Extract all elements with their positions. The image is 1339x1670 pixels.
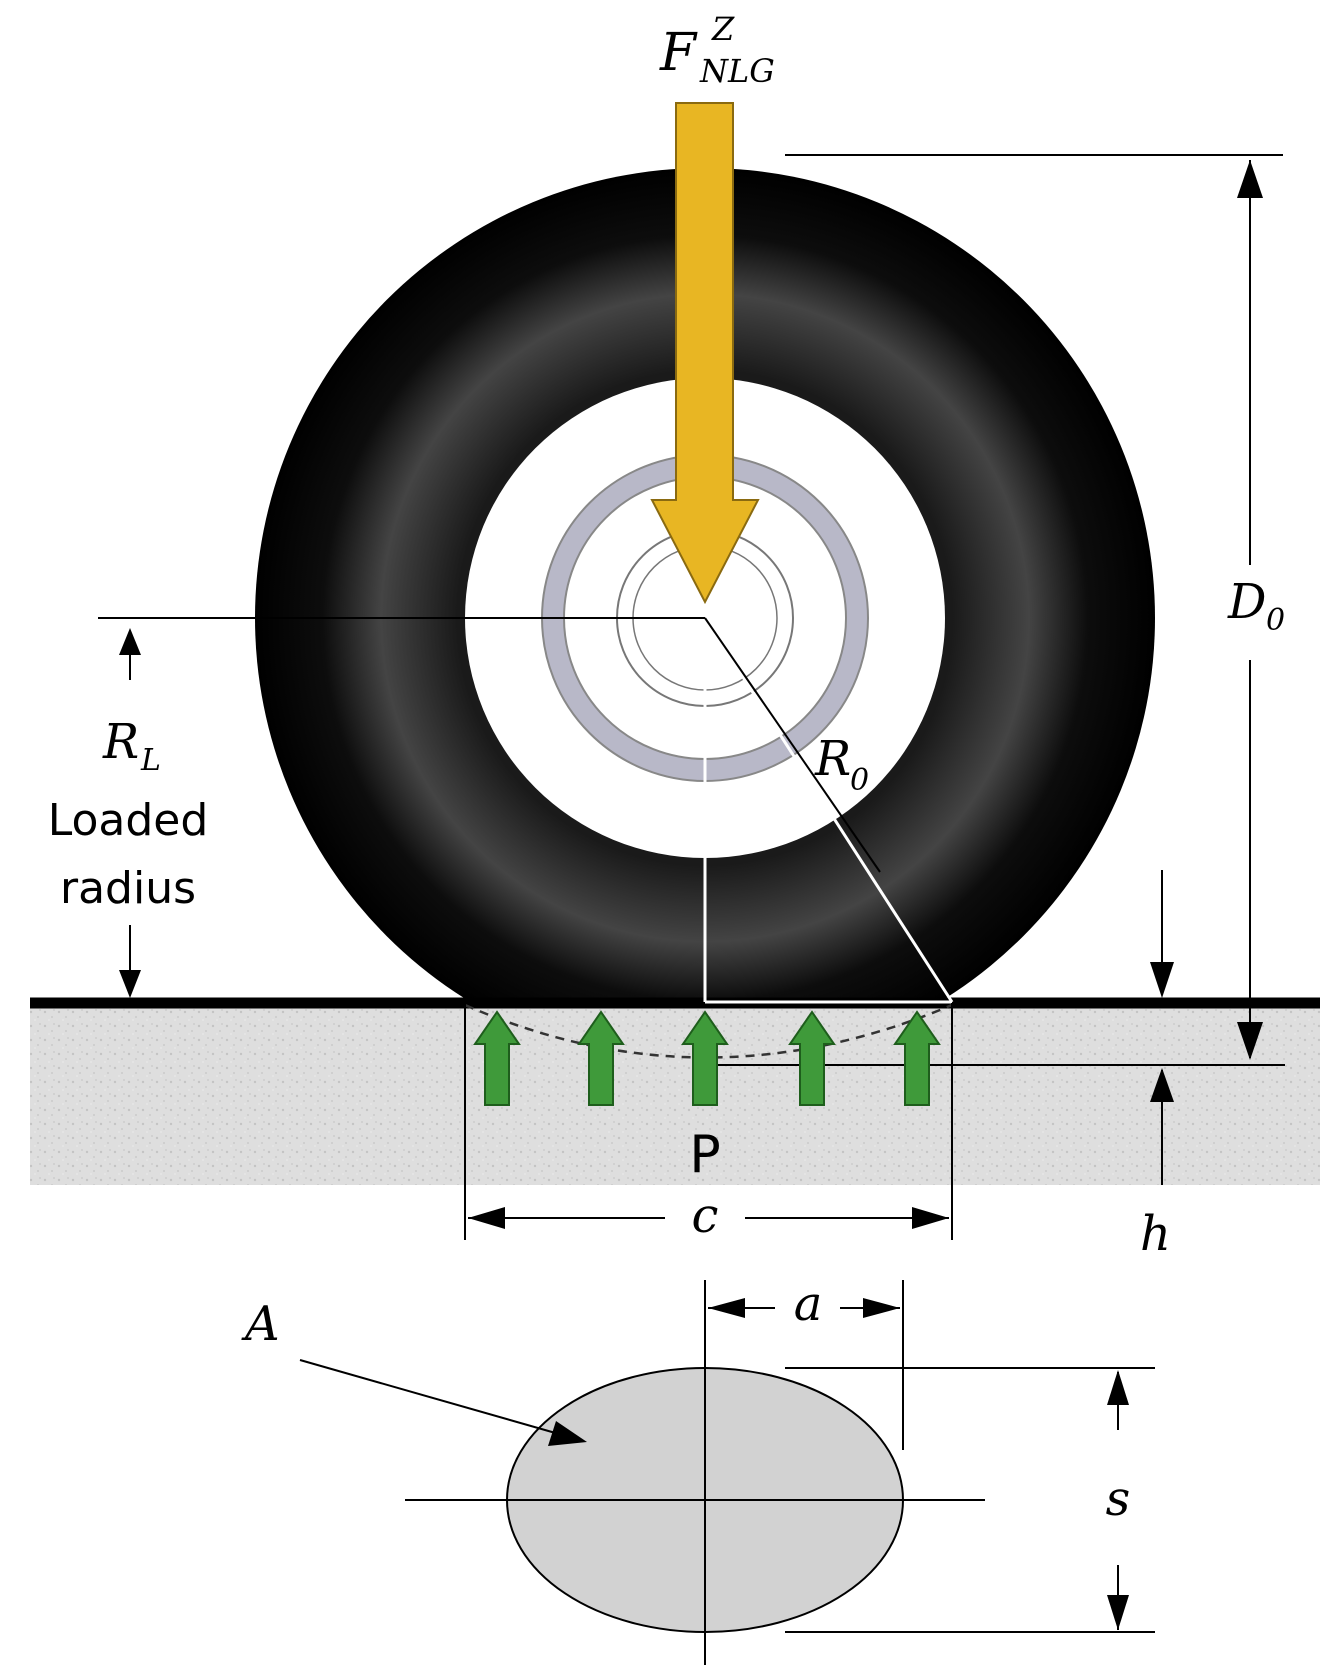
svg-text:R: R: [814, 731, 851, 787]
force-label: F Z NLG: [659, 10, 775, 90]
svg-text:Z: Z: [711, 10, 735, 48]
deflection-label: h: [1140, 1206, 1171, 1262]
radius-triangle: [703, 617, 954, 1004]
svg-text:0: 0: [1266, 603, 1285, 638]
pressure-arrow: [893, 1010, 941, 1106]
loaded-radius-dimension: [119, 628, 141, 998]
svg-text:L: L: [140, 743, 161, 778]
free-radius-label: R 0: [814, 731, 869, 798]
svg-text:NLG: NLG: [699, 52, 775, 90]
svg-text:R: R: [102, 714, 139, 770]
semi-axis-dimension: [708, 1298, 900, 1318]
undeformed-tire-arc: [464, 1003, 953, 1059]
pressure-arrow: [577, 1010, 625, 1106]
loaded-radius-label: R L Loaded radius: [48, 714, 209, 914]
contact-length-dimension: [468, 1207, 949, 1229]
area-label: A: [241, 1296, 280, 1352]
deflection-dimension: [1150, 870, 1174, 1185]
svg-text:radius: radius: [60, 863, 196, 914]
pressure-arrow: [788, 1010, 836, 1106]
svg-text:0: 0: [850, 763, 869, 798]
pressure-arrow: [681, 1010, 729, 1106]
semi-axis-label: a: [794, 1276, 823, 1332]
force-arrow: [650, 102, 760, 605]
svg-text:F: F: [659, 23, 698, 83]
pressure-arrows: [473, 1010, 941, 1106]
svg-text:D: D: [1227, 574, 1266, 630]
pressure-label: P: [689, 1125, 720, 1185]
diameter-dimension: [785, 154, 1283, 1060]
area-pointer: [299, 1359, 587, 1446]
contact-length-label: c: [692, 1188, 719, 1244]
width-dimension: [785, 1367, 1155, 1633]
pressure-arrow: [473, 1010, 521, 1106]
svg-text:Loaded: Loaded: [48, 795, 209, 846]
diameter-label: D 0: [1227, 574, 1285, 638]
width-label: s: [1106, 1471, 1131, 1527]
